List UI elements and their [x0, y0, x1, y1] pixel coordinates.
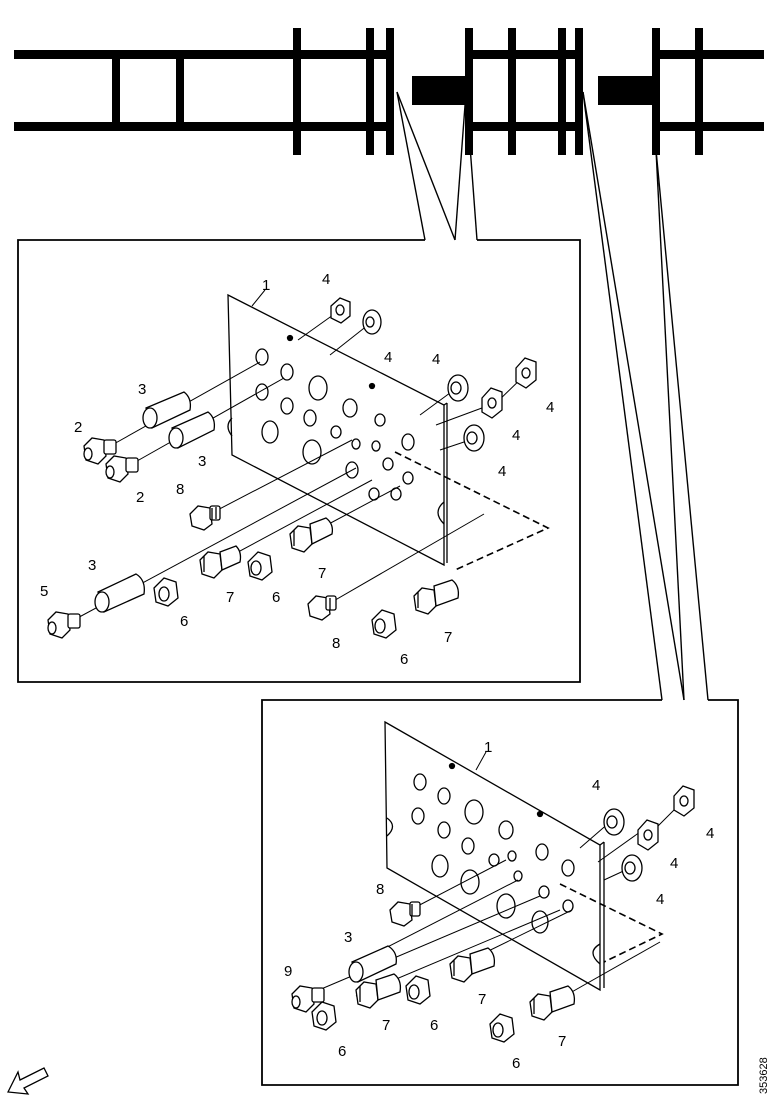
lower-callout-leaders	[475, 751, 487, 771]
nut-6	[247, 551, 273, 581]
callout-1: 1	[484, 739, 492, 756]
upper-fittings	[47, 391, 460, 639]
callout-6: 6	[338, 1043, 346, 1060]
callout-4: 4	[546, 399, 554, 416]
fitting-7	[199, 545, 242, 579]
lower-dashed-leader	[559, 883, 664, 963]
fitting-2	[105, 455, 139, 483]
arrow-down-left-icon	[6, 1067, 49, 1095]
callout-6: 6	[180, 613, 188, 630]
callout-8: 8	[176, 481, 184, 498]
callout-4: 4	[498, 463, 506, 480]
upper-callouts: 1 2 2 3 3 3 4 4 4 4 4 4 5 6 6 6 7 7 7 8 …	[40, 271, 554, 668]
callout-4: 4	[656, 891, 664, 908]
callout-8: 8	[332, 635, 340, 652]
callout-7: 7	[444, 629, 452, 646]
callout-5: 5	[40, 583, 48, 600]
callout-4: 4	[592, 777, 600, 794]
nut-4	[481, 387, 503, 419]
callout-4: 4	[706, 825, 714, 842]
mounting-plate	[384, 720, 605, 992]
nut-4	[673, 785, 695, 817]
fitting-8	[307, 595, 337, 621]
fitting-5	[47, 611, 81, 639]
callout-4: 4	[670, 855, 678, 872]
sleeve-3	[142, 391, 192, 429]
callout-7: 7	[318, 565, 326, 582]
callout-8: 8	[376, 881, 384, 898]
nut-6	[489, 1013, 515, 1043]
fitting-7	[289, 517, 334, 553]
upper-callout-leaders	[251, 289, 266, 307]
upper-nuts	[330, 297, 537, 452]
reference-code: 353628	[758, 1057, 770, 1094]
callout-4: 4	[322, 271, 330, 288]
fitting-9	[291, 985, 325, 1013]
fitting-7	[449, 947, 496, 983]
lower-callouts: 1 3 4 4 4 4 6 6 6 7 7 7 8 9	[284, 739, 714, 1072]
sleeve-3	[168, 411, 216, 449]
washer-4	[463, 424, 485, 452]
fitting-7	[355, 973, 402, 1009]
upper-dashed-leader	[394, 451, 550, 571]
callout-3: 3	[88, 557, 96, 574]
callout-4: 4	[512, 427, 520, 444]
chassis-frame	[14, 28, 764, 155]
washer-4	[447, 374, 469, 402]
callout-3: 3	[138, 381, 146, 398]
callout-2: 2	[74, 419, 82, 436]
callout-1: 1	[262, 277, 270, 294]
callout-3: 3	[344, 929, 352, 946]
upper-detail-view: 1 2 2 3 3 3 4 4 4 4 4 4 5 6 6 6 7 7 7 8 …	[17, 239, 581, 683]
lower-detail-view: 1 3 4 4 4 4 6 6 6 7 7 7 8 9	[261, 699, 739, 1086]
callout-7: 7	[382, 1017, 390, 1034]
callout-6: 6	[512, 1055, 520, 1072]
nut-4	[637, 819, 659, 851]
mounting-plate	[227, 293, 448, 567]
callout-4: 4	[432, 351, 440, 368]
fitting-7	[529, 985, 576, 1021]
callout-6: 6	[272, 589, 280, 606]
sleeve-3	[94, 573, 145, 613]
callout-7: 7	[226, 589, 234, 606]
fitting-8	[389, 901, 421, 927]
callout-2: 2	[136, 489, 144, 506]
fitting-8	[189, 505, 221, 531]
nut-6	[311, 1001, 337, 1031]
detail-leader-lines	[396, 91, 709, 701]
fitting-2	[83, 437, 117, 465]
callout-4: 4	[384, 349, 392, 366]
lower-fittings	[291, 901, 576, 1043]
nut-6	[371, 609, 397, 639]
nut-4	[515, 357, 537, 389]
nut-4	[330, 297, 351, 324]
fitting-7	[413, 579, 460, 615]
nut-6	[405, 975, 431, 1005]
callout-6: 6	[400, 651, 408, 668]
callout-3: 3	[198, 453, 206, 470]
callout-9: 9	[284, 963, 292, 980]
washer-4	[621, 854, 643, 882]
nut-6	[153, 577, 179, 607]
callout-7: 7	[558, 1033, 566, 1050]
callout-6: 6	[430, 1017, 438, 1034]
washer-4	[603, 808, 625, 836]
lower-nuts	[603, 785, 695, 882]
washer-4	[362, 309, 382, 335]
sleeve-3	[348, 945, 397, 983]
callout-7: 7	[478, 991, 486, 1008]
